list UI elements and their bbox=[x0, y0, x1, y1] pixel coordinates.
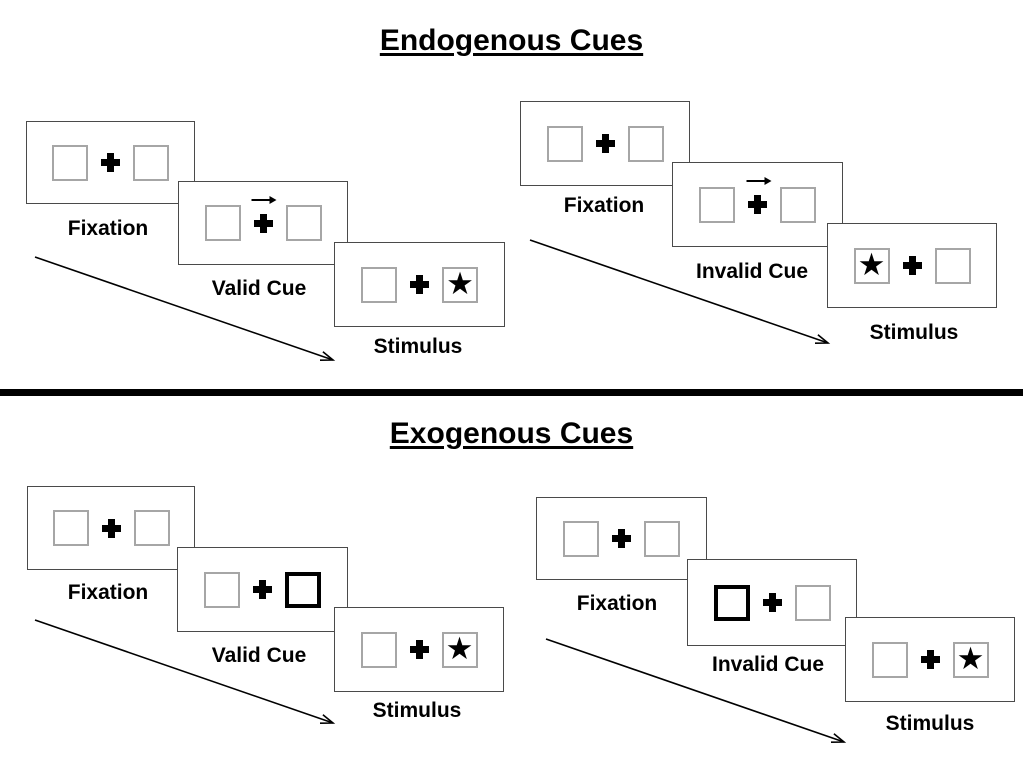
fixation-cross-wrap bbox=[746, 177, 771, 214]
right-arrow-icon bbox=[746, 177, 771, 185]
section-title-text: Exogenous Cues bbox=[389, 417, 634, 450]
section-title-exogenous: Exogenous Cues bbox=[0, 417, 1023, 451]
right-target-box: ★ bbox=[285, 571, 321, 608]
right-target-box: ★ bbox=[780, 186, 816, 223]
panel-label-fixation: Fixation bbox=[563, 194, 645, 217]
left-target-box: ★ bbox=[713, 584, 750, 621]
plus-icon bbox=[595, 134, 615, 153]
panel-label-stimulus: Stimulus bbox=[885, 712, 975, 735]
panel-label-fixation: Fixation bbox=[576, 592, 658, 615]
timeline-arrow bbox=[34, 256, 336, 361]
fixation-cross-wrap bbox=[595, 134, 615, 153]
plus-icon bbox=[410, 275, 429, 294]
panel-valid-cue: ★ ★ bbox=[177, 547, 348, 632]
panel-label-valid-cue: Valid Cue bbox=[211, 277, 307, 300]
fixation-cross-wrap bbox=[253, 580, 272, 599]
section-divider bbox=[0, 389, 1023, 396]
star-icon: ★ bbox=[445, 630, 474, 666]
panel-label-stimulus: Stimulus bbox=[372, 699, 462, 722]
left-target-box: ★ bbox=[52, 510, 89, 546]
left-target-box: ★ bbox=[853, 246, 890, 284]
plus-icon bbox=[748, 195, 767, 214]
panel-valid-cue: ★ ★ bbox=[178, 181, 348, 265]
plus-icon bbox=[253, 213, 273, 233]
panel-label-invalid-cue: Invalid Cue bbox=[711, 653, 825, 676]
panel-label-invalid-cue: Invalid Cue bbox=[695, 260, 809, 283]
fixation-cross-wrap bbox=[762, 593, 782, 612]
panel-label-fixation: Fixation bbox=[67, 217, 149, 240]
fixation-cross-wrap bbox=[409, 640, 429, 659]
timeline-arrow-shaft bbox=[34, 619, 334, 724]
left-target-box: ★ bbox=[204, 571, 240, 608]
panel-label-fixation: Fixation bbox=[67, 581, 149, 604]
left-target-box: ★ bbox=[361, 266, 397, 303]
plus-icon bbox=[902, 256, 922, 275]
left-target-box: ★ bbox=[699, 186, 735, 223]
right-target-box: ★ bbox=[952, 640, 989, 678]
right-arrow-icon bbox=[251, 195, 277, 204]
fixation-cross-wrap bbox=[410, 275, 429, 294]
section-title-endogenous: Endogenous Cues bbox=[0, 24, 1023, 58]
right-target-box: ★ bbox=[285, 205, 322, 241]
timeline-arrowhead bbox=[814, 334, 831, 344]
right-target-box: ★ bbox=[934, 247, 971, 284]
right-target-box: ★ bbox=[644, 520, 680, 557]
fixation-cross-wrap bbox=[251, 195, 277, 233]
fixation-cross-wrap bbox=[612, 529, 631, 548]
left-target-box: ★ bbox=[360, 631, 397, 668]
panel-label-stimulus: Stimulus bbox=[373, 335, 463, 358]
panel-fixation: ★ ★ bbox=[26, 121, 195, 204]
plus-icon bbox=[409, 640, 429, 659]
right-target-box: ★ bbox=[627, 125, 664, 162]
left-target-box: ★ bbox=[204, 205, 241, 241]
right-target-box: ★ bbox=[794, 584, 831, 621]
left-target-box: ★ bbox=[563, 520, 599, 557]
panel-stimulus: ★ ★ bbox=[334, 607, 504, 692]
right-target-box: ★ bbox=[442, 265, 478, 303]
panel-label-valid-cue: Valid Cue bbox=[211, 644, 307, 667]
panel-label-stimulus: Stimulus bbox=[869, 321, 959, 344]
panel-stimulus: ★ ★ bbox=[334, 242, 505, 327]
panel-fixation: ★ ★ bbox=[520, 101, 690, 186]
plus-icon bbox=[253, 580, 272, 599]
panel-stimulus: ★ ★ bbox=[827, 223, 997, 308]
timeline-arrowhead bbox=[319, 714, 336, 724]
panel-fixation: ★ ★ bbox=[27, 486, 195, 570]
right-target-box: ★ bbox=[441, 630, 478, 668]
plus-icon bbox=[101, 518, 121, 538]
left-target-box: ★ bbox=[52, 144, 88, 181]
timeline-arrowhead bbox=[830, 733, 847, 743]
right-target-box: ★ bbox=[133, 510, 170, 546]
timeline-arrow bbox=[529, 239, 831, 344]
fixation-cross-wrap bbox=[920, 650, 940, 669]
fixation-cross-wrap bbox=[101, 518, 121, 538]
timeline-arrow-shaft bbox=[545, 638, 845, 743]
timeline-arrow bbox=[34, 619, 336, 724]
plus-icon bbox=[920, 650, 940, 669]
panel-fixation: ★ ★ bbox=[536, 497, 707, 580]
timeline-arrow-shaft bbox=[529, 239, 829, 344]
panel-invalid-cue: ★ ★ bbox=[672, 162, 843, 247]
fixation-cross-wrap bbox=[902, 256, 922, 275]
section-title-text: Endogenous Cues bbox=[379, 24, 644, 57]
left-target-box: ★ bbox=[546, 125, 583, 162]
timeline-arrowhead bbox=[319, 351, 336, 361]
fixation-cross-wrap bbox=[101, 153, 120, 172]
right-target-box: ★ bbox=[133, 144, 169, 181]
plus-icon bbox=[101, 153, 120, 172]
timeline-arrow-shaft bbox=[34, 256, 334, 361]
plus-icon bbox=[762, 593, 782, 612]
panel-stimulus: ★ ★ bbox=[845, 617, 1015, 702]
timeline-arrow bbox=[545, 638, 847, 743]
left-target-box: ★ bbox=[871, 641, 908, 678]
star-icon: ★ bbox=[857, 246, 886, 282]
star-icon: ★ bbox=[956, 640, 985, 676]
panel-invalid-cue: ★ ★ bbox=[687, 559, 857, 646]
plus-icon bbox=[612, 529, 631, 548]
star-icon: ★ bbox=[446, 265, 474, 301]
